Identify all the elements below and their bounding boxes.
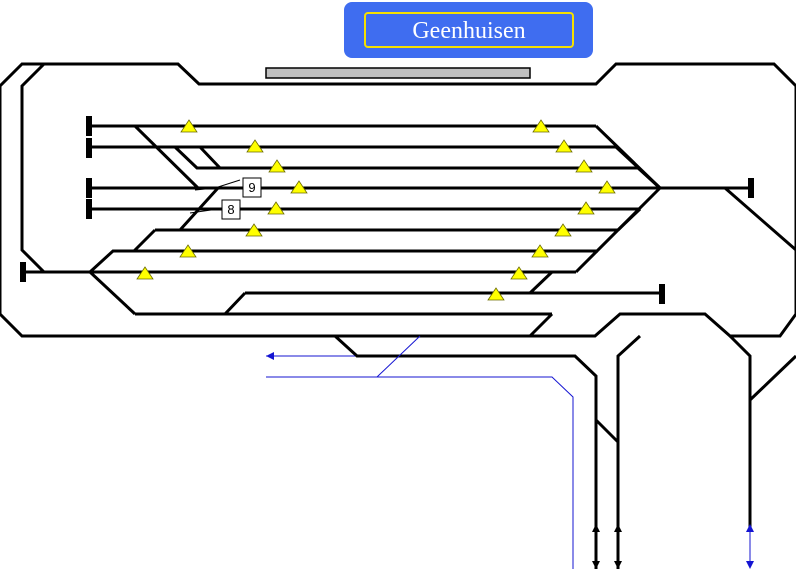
signal-icon	[290, 180, 308, 194]
direction-arrows	[266, 352, 754, 569]
station-header: Geenhuisen	[344, 2, 593, 58]
arrow-icon	[614, 561, 622, 569]
left-ladder	[88, 124, 247, 316]
track-label-8: 8	[221, 199, 241, 220]
buffer-stop-icon	[20, 262, 26, 282]
signal-icon	[487, 287, 505, 301]
buffer-stop-icon	[86, 199, 92, 219]
exit-tracks	[333, 334, 796, 569]
signal-icon	[531, 244, 549, 258]
arrow-icon	[266, 352, 274, 360]
signal-icon	[268, 159, 286, 173]
signal-icon	[180, 119, 198, 133]
signal-icon	[136, 266, 154, 280]
outer-loop-track	[0, 62, 796, 338]
platform	[265, 67, 531, 79]
signal-icon	[577, 201, 595, 215]
arrow-icon	[592, 561, 600, 569]
signal-icon	[245, 223, 263, 237]
buffer-stops	[20, 116, 754, 304]
signal-icon	[179, 244, 197, 258]
buffer-stop-icon	[86, 178, 92, 198]
signals	[136, 119, 616, 301]
arrow-icon	[746, 524, 754, 532]
right-ladder	[528, 124, 796, 338]
buffer-stop-icon	[748, 178, 754, 198]
arrow-icon	[592, 524, 600, 532]
buffer-stop-icon	[659, 284, 665, 304]
signal-icon	[598, 180, 616, 194]
signal-icon	[532, 119, 550, 133]
signal-icon	[510, 266, 528, 280]
signal-icon	[555, 139, 573, 153]
signal-icon	[246, 139, 264, 153]
signal-icon	[575, 159, 593, 173]
buffer-stop-icon	[86, 138, 92, 158]
station-tracks	[22, 124, 750, 316]
signal-icon	[267, 201, 285, 215]
control-wires	[266, 335, 751, 569]
track-label-9: 9	[242, 177, 262, 198]
track-label-text: 8	[227, 202, 234, 217]
station-title: Geenhuisen	[364, 12, 574, 48]
signal-icon	[554, 223, 572, 237]
arrow-icon	[614, 524, 622, 532]
track-label-text: 9	[248, 180, 255, 195]
arrow-icon	[746, 561, 754, 569]
buffer-stop-icon	[86, 116, 92, 136]
